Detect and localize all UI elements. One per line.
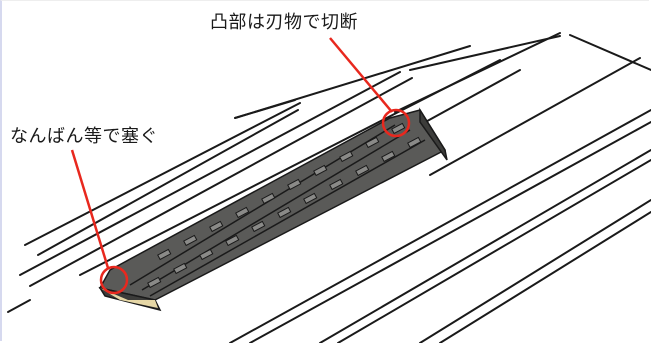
panel-rib-2 — [24, 102, 301, 246]
panel-rib-7 — [419, 199, 651, 343]
callout-leader-left — [70, 149, 110, 269]
ridge-cap-slots — [147, 122, 422, 289]
label-cut-bump: 凸部は刃物で切断 — [210, 12, 358, 33]
callout-circle-top — [381, 108, 411, 138]
slot — [407, 136, 422, 149]
slot — [339, 150, 354, 163]
ridge-cap-rib-1 — [129, 124, 396, 286]
slot — [209, 220, 224, 233]
slot — [303, 192, 318, 205]
panel-rib-10 — [79, 59, 501, 276]
panel-rib-9 — [429, 57, 641, 176]
sealant-fill — [100, 288, 158, 308]
panel-rib-11 — [7, 299, 31, 313]
slot — [199, 248, 214, 261]
panel-rib-7b — [439, 211, 651, 343]
slot — [147, 276, 162, 289]
slot — [277, 206, 292, 219]
panel-rib-4 — [409, 35, 561, 71]
slot — [157, 248, 172, 261]
slot — [329, 178, 344, 191]
ridge-cap-rib-2 — [141, 129, 411, 291]
slot — [365, 136, 380, 149]
slot — [235, 206, 250, 219]
label-seal-gap: なんばん等で塞ぐ — [10, 126, 158, 147]
ridge-cap-side — [419, 107, 448, 161]
slot — [313, 164, 328, 177]
panel-rib-6 — [319, 149, 651, 343]
panel-rib-2b — [37, 109, 299, 256]
slot — [355, 164, 370, 177]
slot — [391, 122, 406, 135]
panel-rib-1 — [19, 71, 401, 276]
slot — [261, 192, 276, 205]
callout-circle-left — [99, 265, 129, 295]
slot — [173, 262, 188, 275]
roof-panel-lines — [7, 32, 651, 343]
slot — [381, 150, 396, 163]
panel-rib-5b — [249, 121, 651, 343]
panel-rib-12 — [234, 45, 471, 119]
panel-rib-6b — [337, 159, 651, 343]
ridge-cap-rib-3 — [149, 139, 426, 297]
slot — [251, 220, 266, 233]
panel-rib-5 — [229, 109, 651, 343]
panel-edge-top — [569, 34, 651, 71]
slot — [183, 234, 198, 247]
slot — [287, 178, 302, 191]
panel-rib-1b — [29, 77, 413, 287]
slot — [225, 234, 240, 247]
callouts — [70, 37, 411, 295]
callout-leader-top — [329, 37, 393, 113]
